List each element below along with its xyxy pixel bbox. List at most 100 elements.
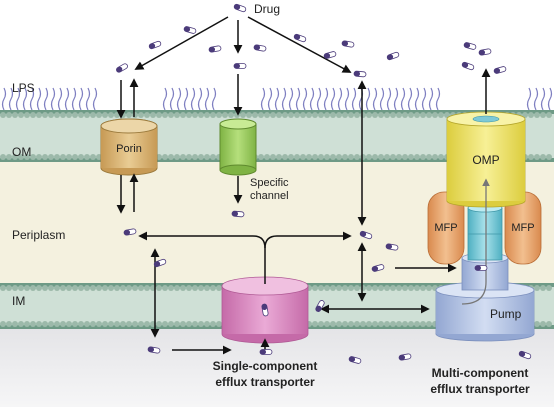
lipid-head [342, 154, 348, 160]
lipid-head [426, 321, 432, 327]
lipid-head [150, 112, 156, 118]
lps-hair [337, 87, 343, 111]
lps-hair [547, 87, 553, 111]
lps-hair [57, 87, 63, 111]
lipid-head [384, 285, 390, 291]
lipid-head [72, 154, 78, 160]
drug-molecule [253, 44, 267, 52]
lipid-head [168, 154, 174, 160]
lipid-head [0, 112, 6, 118]
lipid-head [378, 112, 384, 118]
lipid-head [276, 154, 282, 160]
lipid-head [156, 112, 162, 118]
specific-channel [219, 118, 257, 176]
mfp-left: MFP [427, 191, 465, 265]
mfp-right-label: MFP [511, 222, 534, 234]
single-transporter-label-line2: efflux transporter [215, 375, 315, 389]
lipid-head [312, 321, 318, 327]
drug-molecule [518, 350, 532, 360]
lipid-head [360, 154, 366, 160]
lipid-head [546, 285, 552, 291]
lipid-head [66, 285, 72, 291]
lipid-head [126, 112, 132, 118]
lps-hair [190, 87, 196, 111]
lipid-head [420, 154, 426, 160]
lipid-head [60, 285, 66, 291]
im-label: IM [12, 294, 25, 308]
lipid-head [192, 321, 198, 327]
lipid-head [336, 321, 342, 327]
lipid-head [324, 285, 330, 291]
lipid-head [66, 321, 72, 327]
lipid-head [420, 285, 426, 291]
drug-molecule [323, 51, 337, 59]
lipid-head [42, 154, 48, 160]
lps-layer [1, 87, 553, 111]
lipid-head [354, 285, 360, 291]
lps-hair [211, 87, 217, 111]
lipid-head [396, 321, 402, 327]
lipid-head [42, 321, 48, 327]
lipid-head [426, 285, 432, 291]
lipid-head [402, 154, 408, 160]
lipid-head [534, 285, 540, 291]
lipid-head [324, 112, 330, 118]
lps-label: LPS [12, 81, 35, 95]
lipid-head [378, 154, 384, 160]
lps-hair [351, 87, 357, 111]
lipid-head [360, 321, 366, 327]
lipid-head [24, 112, 30, 118]
lipid-head [144, 112, 150, 118]
lps-hair [22, 87, 28, 111]
lipid-head [30, 321, 36, 327]
lipid-head [18, 154, 24, 160]
lipid-head [216, 321, 222, 327]
porin: Porin [100, 118, 158, 176]
lipid-head [186, 154, 192, 160]
lipid-head [348, 112, 354, 118]
lipid-head [366, 112, 372, 118]
lipid-head [330, 285, 336, 291]
lipid-head [210, 112, 216, 118]
lipid-head [42, 285, 48, 291]
lipid-head [534, 112, 540, 118]
lipid-head [186, 321, 192, 327]
lipid-head [48, 112, 54, 118]
lipid-head [252, 112, 258, 118]
lps-hair [288, 87, 294, 111]
drug-molecule [116, 63, 128, 73]
lipid-head [438, 154, 444, 160]
drug-molecule [315, 300, 325, 312]
lipid-head [102, 112, 108, 118]
lipid-head [324, 321, 330, 327]
lipid-head [48, 321, 54, 327]
lipid-head [534, 154, 540, 160]
lps-hair [8, 87, 14, 111]
lps-hair [435, 87, 441, 111]
lipid-head [294, 154, 300, 160]
lipid-head [30, 112, 36, 118]
lipid-head [546, 321, 552, 327]
lipid-head [540, 285, 546, 291]
lipid-head [318, 285, 324, 291]
lipid-head [174, 112, 180, 118]
lps-hair [197, 87, 203, 111]
lipid-head [126, 285, 132, 291]
lipid-head [24, 154, 30, 160]
lipid-head [180, 112, 186, 118]
lipid-head [108, 112, 114, 118]
internal-arrows [461, 178, 490, 305]
lipid-head [294, 112, 300, 118]
lipid-head [336, 112, 342, 118]
lipid-head [372, 154, 378, 160]
lipid-head [366, 321, 372, 327]
lipid-head [6, 154, 12, 160]
lps-hair [29, 87, 35, 111]
lipid-head [138, 112, 144, 118]
lipid-head [198, 112, 204, 118]
lipid-head [36, 285, 42, 291]
lipid-head [42, 112, 48, 118]
lipid-head [420, 112, 426, 118]
lipid-head [312, 285, 318, 291]
lipid-head [330, 154, 336, 160]
